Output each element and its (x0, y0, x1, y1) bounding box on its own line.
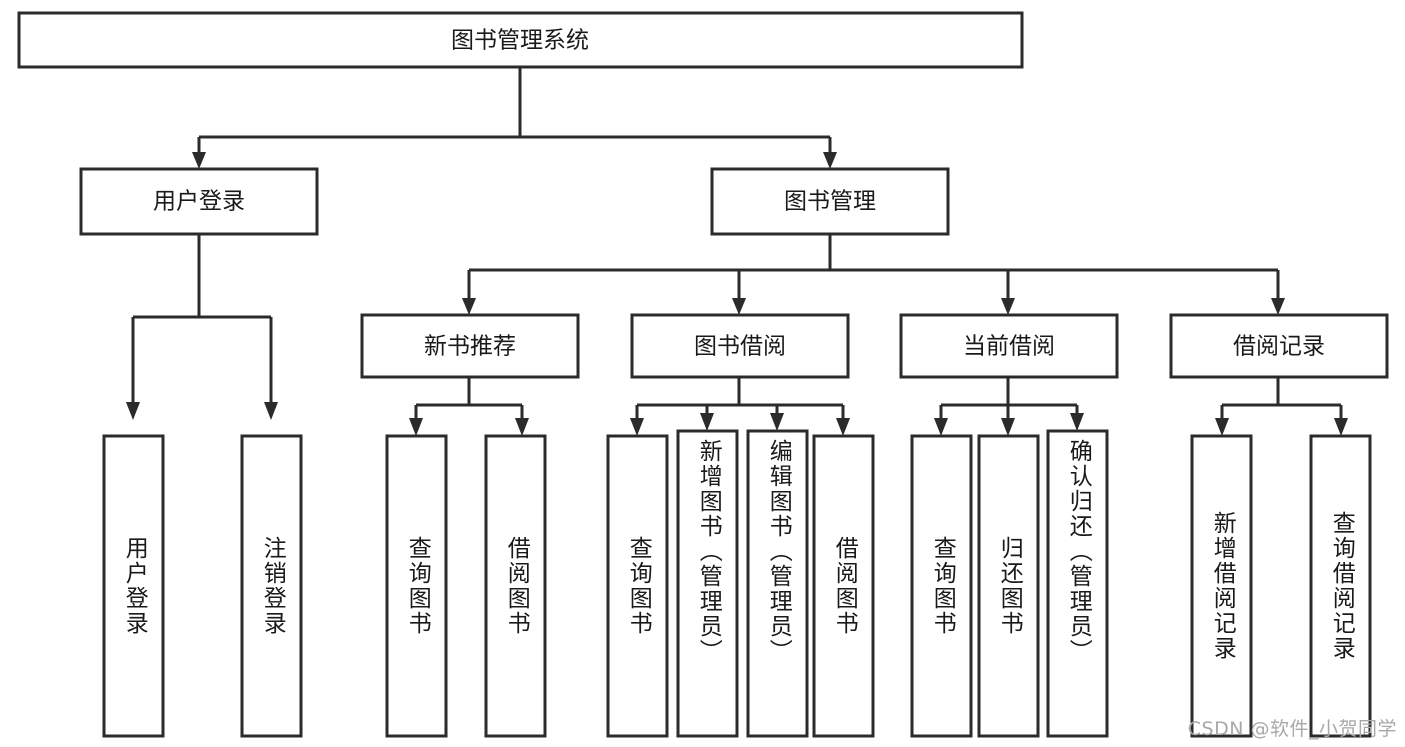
node-book-borrow-label: 图书借阅 (694, 334, 786, 360)
leaf-box-record-add[interactable] (1190, 434, 1253, 738)
leaf-box-newbook-borrow[interactable] (484, 434, 547, 738)
leaf-box-user-login-logout[interactable] (240, 434, 303, 738)
node-root-label: 图书管理系统 (451, 28, 589, 54)
leaf-box-borrow-query[interactable] (606, 434, 669, 738)
node-book-borrow-box[interactable] (630, 313, 850, 379)
node-user-login-box[interactable] (79, 167, 319, 236)
node-root-box[interactable] (17, 11, 1024, 69)
connector-current-to-leaves (934, 377, 1084, 436)
connector-record-to-leaves (1215, 377, 1348, 436)
leaf-box-current-confirm[interactable] (1046, 429, 1109, 738)
node-user-login-label: 用户登录 (153, 189, 245, 215)
connector-newbook-to-leaves (409, 377, 529, 436)
connector-borrow-to-leaves (630, 377, 850, 436)
leaf-box-user-login-login[interactable] (102, 434, 165, 738)
connector-root-to-level2 (192, 67, 837, 169)
leaf-box-borrow-add[interactable] (676, 429, 739, 738)
leaf-box-borrow-edit[interactable] (746, 429, 809, 738)
node-borrow-record-box[interactable] (1169, 313, 1389, 379)
csdn-watermark: CSDN @软件_小贺同学 (1187, 718, 1397, 740)
leaf-box-record-query[interactable] (1309, 434, 1372, 738)
node-new-book-recommend-box[interactable] (360, 313, 580, 379)
node-book-management-label: 图书管理 (784, 189, 876, 215)
leaf-box-current-query[interactable] (910, 434, 973, 738)
connector-userlogin-to-leaves (126, 234, 278, 420)
node-book-management-box[interactable] (710, 167, 950, 236)
node-borrow-record-label: 借阅记录 (1233, 334, 1325, 360)
node-new-book-recommend-label: 新书推荐 (424, 334, 516, 360)
leaf-box-borrow-borrow[interactable] (812, 434, 875, 738)
leaf-box-current-return[interactable] (977, 434, 1040, 738)
leaf-box-newbook-query[interactable] (385, 434, 448, 738)
connector-bookmgmt-to-level3 (462, 234, 1285, 315)
node-current-borrow-box[interactable] (899, 313, 1119, 379)
node-current-borrow-label: 当前借阅 (963, 334, 1055, 360)
